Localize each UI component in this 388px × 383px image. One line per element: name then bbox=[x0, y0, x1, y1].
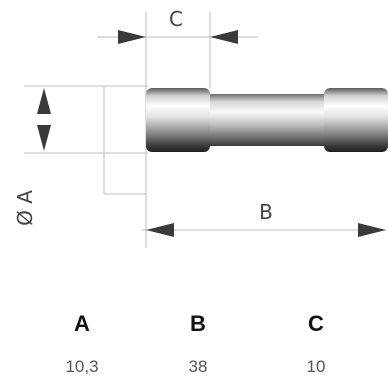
fuse-right-cap bbox=[324, 88, 388, 152]
table-header-c: C bbox=[308, 311, 324, 336]
table-header-a: A bbox=[74, 311, 90, 336]
arrow-a-top bbox=[37, 88, 51, 114]
dimension-c-arrows bbox=[118, 30, 238, 44]
table-value-b: 38 bbox=[188, 357, 208, 376]
fuse-left-cap bbox=[146, 88, 210, 152]
fuse-illustration bbox=[146, 88, 388, 152]
arrow-b-right bbox=[358, 223, 386, 237]
arrow-c-left bbox=[118, 30, 146, 44]
dimension-b-label: B bbox=[259, 200, 273, 224]
dimension-a-label: Ø A bbox=[13, 190, 37, 226]
dimension-c-label: C bbox=[169, 7, 183, 31]
arrow-a-bottom bbox=[37, 125, 51, 151]
arrow-b-left bbox=[146, 223, 174, 237]
arrow-c-right bbox=[210, 30, 238, 44]
table-header-b: B bbox=[190, 311, 206, 336]
table-value-a: 10,3 bbox=[65, 357, 99, 376]
table-value-c: 10 bbox=[306, 357, 326, 376]
fuse-dimension-diagram: C B Ø A bbox=[13, 7, 388, 248]
dimension-b-arrows bbox=[146, 223, 386, 237]
dimension-a-arrows bbox=[37, 88, 51, 151]
fuse-glass-body bbox=[206, 94, 330, 146]
